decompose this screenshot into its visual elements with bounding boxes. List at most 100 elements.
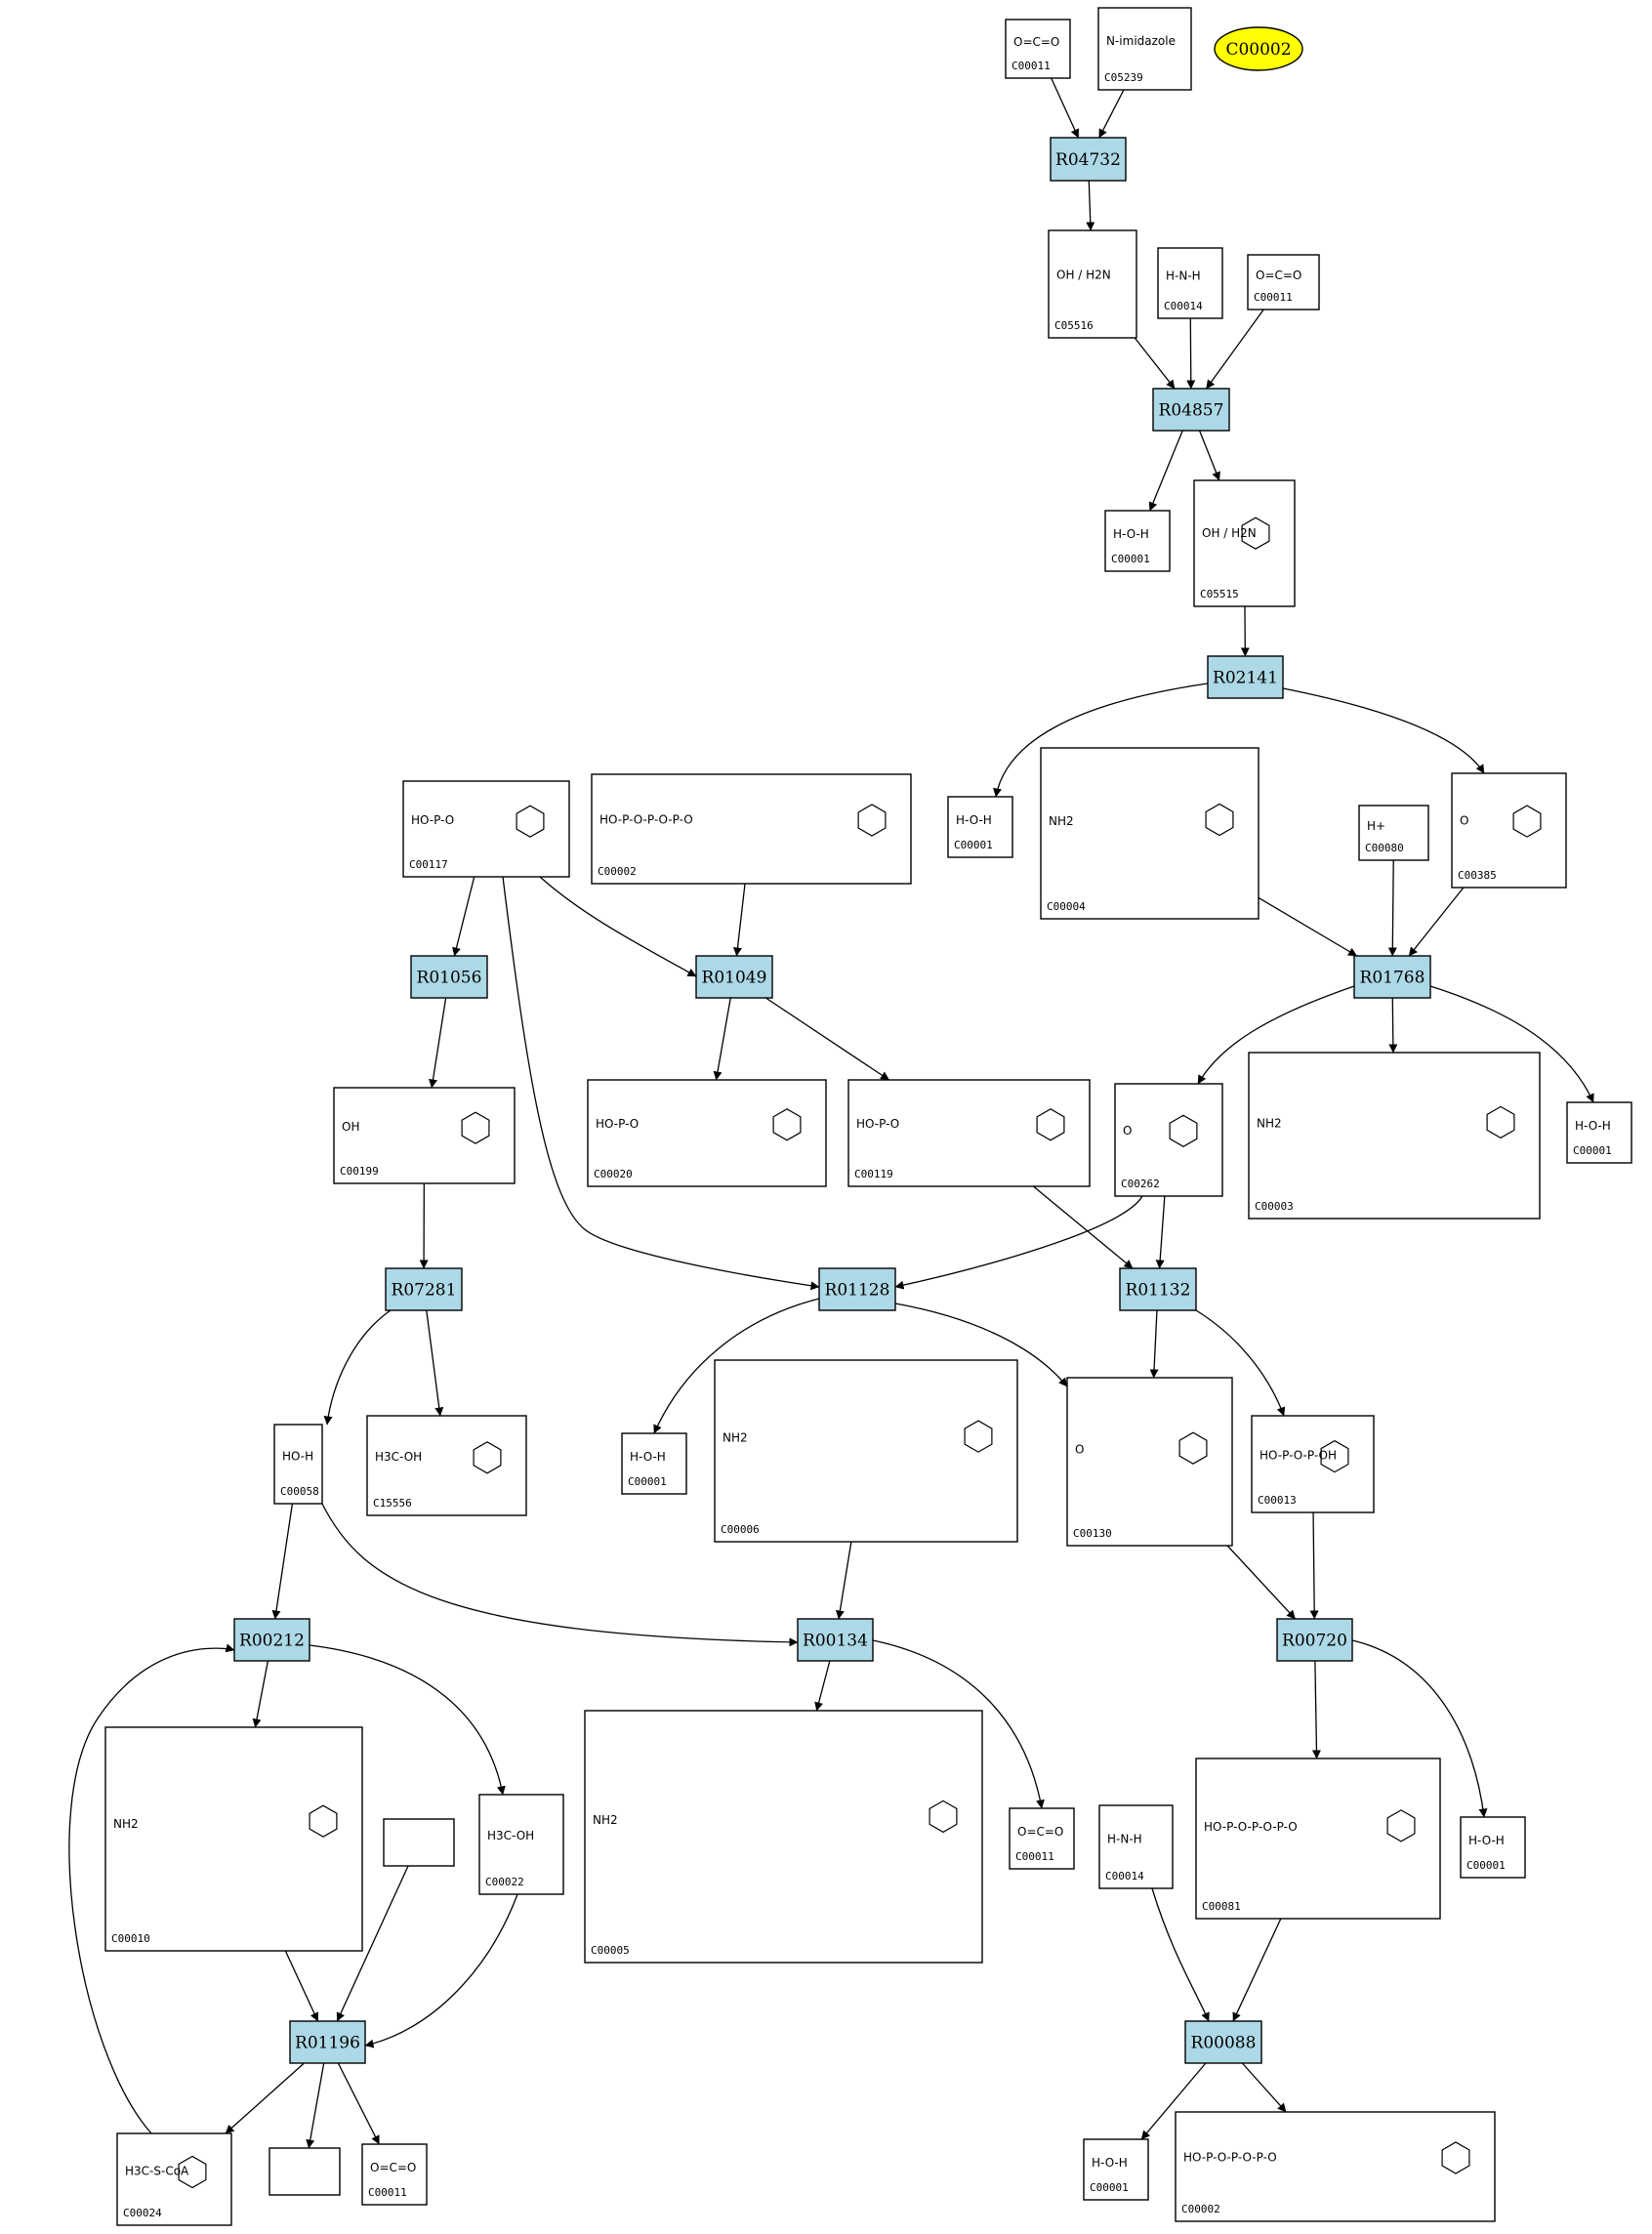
edge-BLANK1-to-R01196 [336,1865,409,2022]
reaction-R04857[interactable]: R04857 [1152,388,1230,432]
structure-formula: NH2 [593,1813,618,1827]
structure-formula: HO-P-O [596,1117,639,1131]
edge-R00134-to-C00005 [814,1660,831,1712]
ring-glyph [1386,1809,1416,1842]
ring-glyph [929,1800,958,1834]
edge-R00088-to-C00002b [1241,2062,1287,2113]
ring-glyph [772,1108,802,1141]
structure-formula: H-O-H [1575,1119,1611,1133]
reaction-R00134[interactable]: R00134 [797,1618,874,1662]
compound-box [1040,747,1260,920]
ring-glyph [1441,2141,1470,2174]
ring-glyph [1241,517,1270,550]
highlighted-compound[interactable]: C00002 [1214,26,1303,71]
reaction-R01132[interactable]: R01132 [1119,1267,1197,1311]
reaction-R01128[interactable]: R01128 [818,1267,896,1311]
edge-R04732-to-C05516 [1086,180,1095,231]
compound-box [1066,1377,1233,1547]
reaction-R02141[interactable]: R02141 [1207,655,1284,699]
structure-formula: O=C=O [370,2161,416,2174]
edge-R00720-to-C00001e [1351,1639,1488,1818]
structure-formula: NH2 [1257,1117,1282,1131]
compound-label: C00002 [1181,2203,1220,2215]
reaction-R01056[interactable]: R01056 [410,955,488,999]
reaction-label: R01132 [1126,1281,1191,1301]
compound-box [1248,1052,1541,1220]
reaction-R01768[interactable]: R01768 [1353,955,1431,999]
compound-box [1048,229,1137,339]
empty-compound-box[interactable] [268,2147,341,2196]
compound-label: C00080 [1365,842,1404,854]
reaction-R00212[interactable]: R00212 [233,1618,310,1662]
edge-R01128-to-C00130 [894,1303,1068,1387]
compound-label: C00006 [721,1523,760,1536]
compound-label: C15556 [373,1497,412,1510]
edge-R00212-to-C00022 [309,1644,506,1796]
structure-formula: HO-P-O-P-O-P-O [599,812,693,826]
structure-formula: H-N-H [1166,269,1201,282]
reaction-R04732[interactable]: R04732 [1050,137,1127,182]
edge-R01196-to-C00024 [225,2062,305,2134]
reaction-R00720[interactable]: R00720 [1276,1618,1353,1662]
reaction-R07281[interactable]: R07281 [385,1267,463,1311]
ring-glyph [857,804,887,837]
edge-C00080-to-R01768 [1387,859,1397,957]
reaction-R01196[interactable]: R01196 [289,2020,366,2064]
compound-box [478,1794,564,1895]
reaction-box [1152,388,1230,432]
edge-C00011b-to-R04857 [1206,309,1264,390]
ring-glyph [516,805,545,838]
empty-compound-box[interactable] [383,1818,455,1867]
compound-label: C05516 [1054,319,1094,332]
edge-C00011a-to-R04732 [1051,77,1080,139]
compound-box [116,2132,232,2226]
edge-C00010-to-R01196 [284,1950,319,2022]
edge-C00014b-to-R00088 [1151,1887,1210,2022]
structure-formula: NH2 [113,1817,139,1831]
compound-label: C05515 [1200,588,1239,600]
structure-formula: H-O-H [1468,1834,1505,1847]
edge-R01049-to-C00119 [764,997,889,1081]
structure-formula: NH2 [1049,814,1074,828]
compound-box [333,1087,516,1184]
reaction-R01049[interactable]: R01049 [695,955,773,999]
compound-C00080[interactable]: H+C00080 [1358,805,1429,861]
reaction-R00088[interactable]: R00088 [1184,2020,1262,2064]
compound-box [1451,772,1567,889]
